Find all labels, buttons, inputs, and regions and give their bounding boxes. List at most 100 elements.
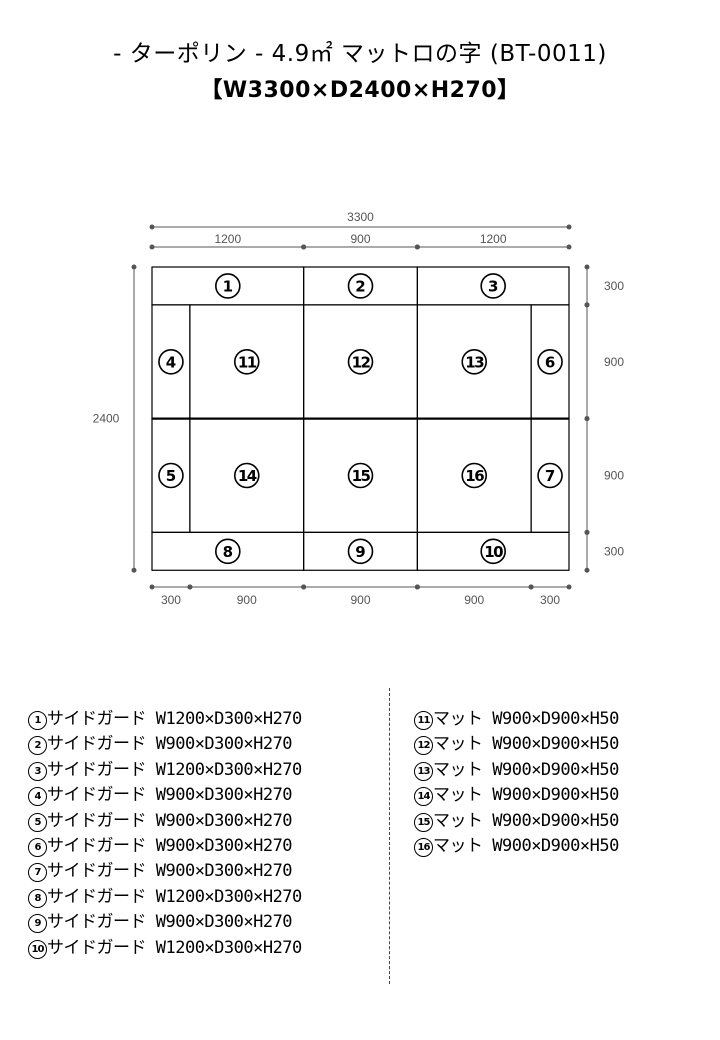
dimension-dot [584, 529, 590, 535]
part-name: マット [433, 759, 493, 780]
part-size: W900×D300×H270 [155, 734, 293, 755]
piece-number-label: 6 [545, 353, 555, 371]
piece-number-label: 9 [355, 543, 365, 561]
part-name: マット [433, 836, 493, 857]
piece-number-circle [233, 462, 260, 489]
part-number: 4 [28, 787, 47, 807]
part-name: サイドガード [47, 861, 156, 882]
part-number: 14 [414, 787, 433, 807]
part-size: W900×D900×H50 [492, 709, 619, 729]
part-size: W900×D900×H50 [492, 810, 619, 831]
piece-number-circle [461, 462, 488, 489]
piece-number-circle [233, 348, 260, 375]
part-number: 10 [28, 939, 47, 959]
part-name: サイドガード [47, 810, 156, 831]
right-segment-label: 300 [604, 279, 624, 293]
piece-number-label: 8 [223, 543, 233, 561]
piece-number-label: 16 [465, 467, 484, 485]
piece-number-label: 10 [484, 543, 503, 561]
dimension-dot [149, 584, 155, 590]
part-size: W900×D300×H270 [155, 912, 293, 933]
part-size: W900×D300×H270 [155, 785, 293, 806]
part-number: 16 [414, 838, 433, 858]
piece-number-circle [461, 348, 488, 375]
dimension-dot [584, 567, 590, 573]
list-divider [389, 688, 390, 984]
piece-number-circle [537, 348, 563, 375]
part-size: W900×D900×H50 [492, 836, 619, 857]
piece-number-label: 7 [545, 467, 555, 485]
part-number: 7 [28, 863, 47, 883]
piece-number-label: 5 [166, 467, 176, 485]
piece-number-label: 11 [238, 353, 257, 371]
part-size: W1200×D300×H270 [155, 709, 303, 729]
bottom-segment-label: 300 [540, 593, 560, 607]
part-size: W900×D900×H50 [492, 734, 619, 755]
dimension-dot [584, 302, 590, 308]
part-name: サイドガード [47, 836, 156, 857]
part-name: サイドガード [47, 709, 156, 729]
dimension-dot [131, 264, 137, 270]
part-size: W900×D300×H270 [155, 836, 293, 857]
piece-number-circle [158, 348, 184, 375]
piece-number-circle [347, 348, 374, 375]
dimension-dot [131, 567, 137, 573]
dimension-dot [187, 584, 193, 590]
part-size: W1200×D300×H270 [155, 886, 303, 907]
part-number: 11 [414, 711, 433, 730]
part-size: W900×D300×H270 [155, 810, 293, 831]
part-number: 3 [28, 761, 47, 781]
part-number: 15 [414, 812, 433, 832]
top-segment-label: 1200 [214, 232, 241, 246]
part-name: マット [433, 810, 493, 831]
right-segment-label: 300 [604, 544, 624, 558]
dimension-dot [566, 244, 572, 250]
part-name: サイドガード [47, 759, 156, 780]
part-size: W900×D900×H50 [492, 785, 619, 806]
part-name: サイドガード [47, 785, 156, 806]
bottom-segment-label: 900 [350, 593, 370, 607]
part-number: 12 [414, 736, 433, 756]
piece-number-label: 13 [465, 353, 484, 371]
piece-number-circle [347, 538, 374, 565]
dimension-dot [149, 224, 155, 230]
part-number: 1 [28, 711, 47, 730]
total-depth-label: 2400 [93, 412, 120, 426]
part-size: W900×D300×H270 [155, 861, 293, 882]
piece-number-circle [215, 538, 241, 565]
dimension-dot [414, 584, 420, 590]
dimension-dot [301, 244, 307, 250]
piece-number-label: 14 [238, 467, 257, 485]
piece-number-circle [215, 273, 241, 299]
dimension-dot [584, 416, 590, 422]
piece-number-label: 12 [352, 353, 371, 371]
product-title: - ターポリン - 4.9㎡ マットロの字 (BT-0011) [113, 41, 607, 67]
part-size: W1200×D300×H270 [155, 759, 303, 780]
dimension-dot [301, 584, 307, 590]
product-dimensions: 【W3300×D2400×H270】 [200, 78, 520, 103]
dimension-dot [566, 224, 572, 230]
dimension-dot [584, 264, 590, 270]
part-number: 13 [414, 761, 433, 781]
dimension-dot [149, 244, 155, 250]
part-number: 8 [28, 888, 47, 908]
bottom-segment-label: 900 [237, 593, 257, 607]
right-segment-label: 900 [604, 469, 624, 483]
piece-number-circle [480, 273, 506, 299]
piece-number-label: 4 [166, 353, 176, 371]
dimension-dot [528, 584, 534, 590]
